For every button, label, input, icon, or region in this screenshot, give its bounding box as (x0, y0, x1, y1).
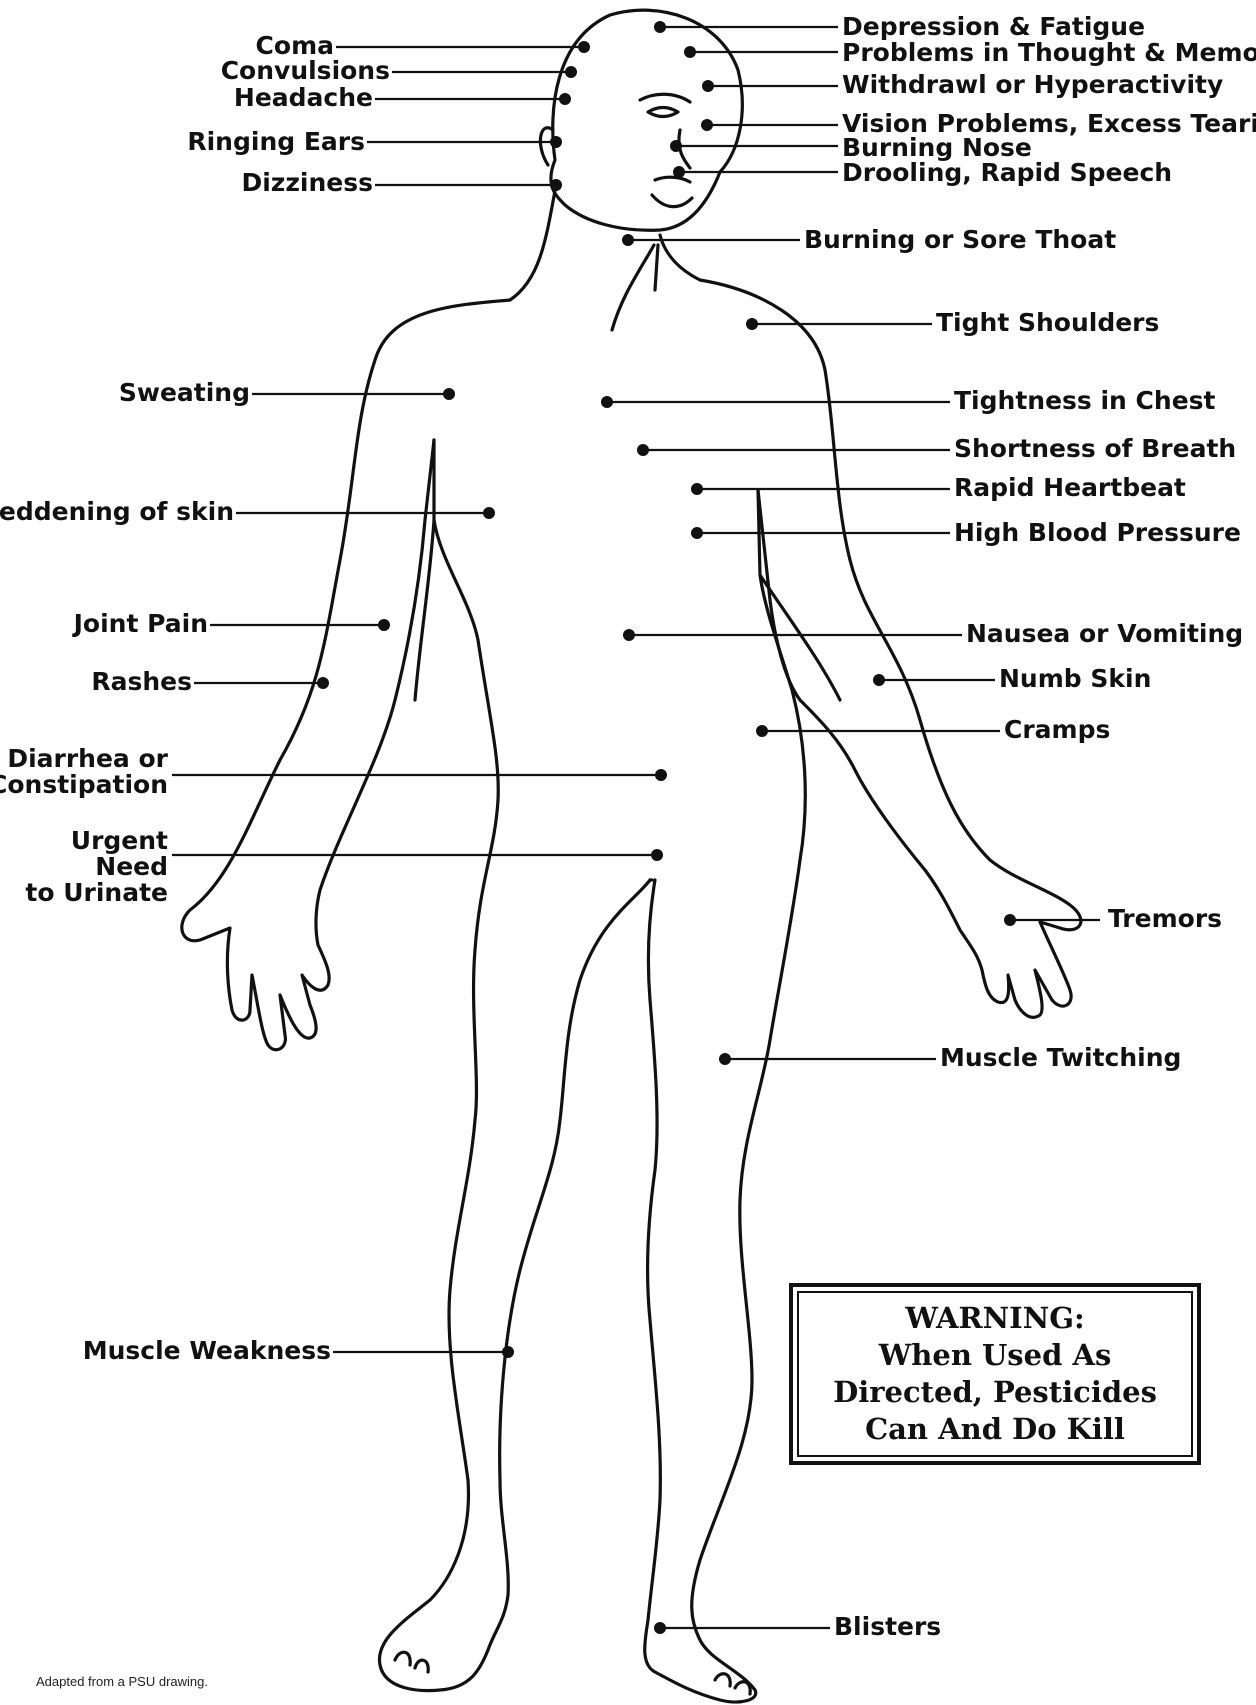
label-joint-pain: Joint Pain (74, 611, 208, 637)
label-tight-shoulders: Tight Shoulders (936, 310, 1159, 336)
label-numb-skin: Numb Skin (999, 666, 1151, 692)
label-sweating: Sweating (119, 380, 250, 406)
warning-box: WARNING: When Used As Directed, Pesticid… (789, 1283, 1201, 1465)
label-drooling-rapid-speech: Drooling, Rapid Speech (842, 160, 1172, 186)
label-convulsions: Convulsions (221, 58, 390, 84)
warning-heading: WARNING: (905, 1300, 1084, 1337)
label-tremors: Tremors (1108, 906, 1222, 932)
label-tightness-in-chest: Tightness in Chest (954, 388, 1216, 414)
label-blisters: Blisters (834, 1614, 941, 1640)
label-headache: Headache (234, 85, 373, 111)
label-reddening-of-skin: Reddening of skin (0, 499, 234, 525)
label-muscle-weakness: Muscle Weakness (83, 1338, 331, 1364)
source-credit: Adapted from a PSU drawing. (36, 1674, 208, 1689)
label-muscle-twitching: Muscle Twitching (940, 1045, 1181, 1071)
label-thought-memory: Problems in Thought & Memory (842, 40, 1256, 66)
label-rashes: Rashes (91, 669, 192, 695)
warning-line-2: When Used As (879, 1337, 1112, 1374)
label-withdrawl-hyperactivity: Withdrawl or Hyperactivity (842, 72, 1223, 98)
label-sore-throat: Burning or Sore Thoat (804, 227, 1116, 253)
label-high-blood-pressure: High Blood Pressure (954, 520, 1241, 546)
label-nausea-or-vomiting: Nausea or Vomiting (966, 621, 1243, 647)
label-dizziness: Dizziness (241, 170, 373, 196)
label-urgent-need-to-urinate: Urgent Need to Urinate (0, 828, 168, 906)
label-depression-fatigue: Depression & Fatigue (842, 14, 1145, 40)
label-ringing-ears: Ringing Ears (187, 129, 365, 155)
label-shortness-of-breath: Shortness of Breath (954, 436, 1236, 462)
label-diarrhea-or-constipation: Diarrhea or Constipation (0, 746, 168, 798)
warning-line-3: Directed, Pesticides (833, 1374, 1157, 1411)
label-cramps: Cramps (1004, 717, 1110, 743)
label-rapid-heartbeat: Rapid Heartbeat (954, 475, 1186, 501)
warning-line-4: Can And Do Kill (865, 1411, 1125, 1448)
